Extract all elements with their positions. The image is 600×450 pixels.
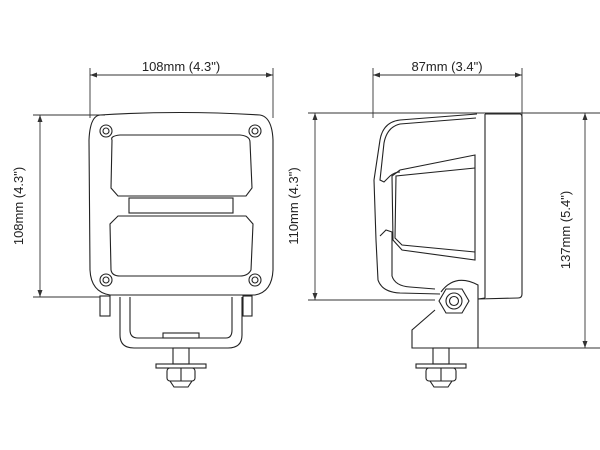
screw-icon <box>99 124 113 138</box>
front-view <box>88 111 274 388</box>
side-view <box>373 113 523 388</box>
front-height-label: 108mm (4.3") <box>11 167 26 245</box>
screw-icon <box>248 124 262 138</box>
side-body-height-dimension: 110mm (4.3") <box>286 112 600 301</box>
front-height-dimension: 108mm (4.3") <box>11 114 105 298</box>
side-body-height-label: 110mm (4.3") <box>286 167 301 244</box>
side-total-height-dimension: 137mm (5.4") <box>478 113 600 349</box>
screw-icon <box>248 273 262 287</box>
front-width-label: 108mm (4.3") <box>142 59 220 74</box>
bolt-icon <box>438 288 470 314</box>
screw-icon <box>99 273 113 287</box>
side-depth-dimension: 87mm (3.4") <box>372 59 523 118</box>
side-depth-label: 87mm (3.4") <box>411 59 482 74</box>
front-width-dimension: 108mm (4.3") <box>89 59 274 118</box>
side-total-height-label: 137mm (5.4") <box>558 191 573 269</box>
